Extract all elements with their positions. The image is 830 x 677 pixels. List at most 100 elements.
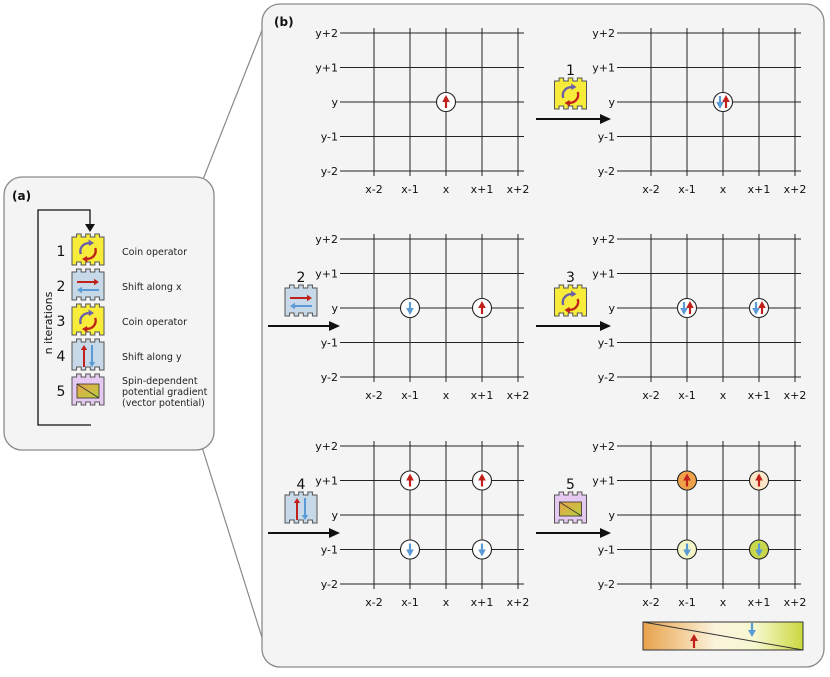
x-tick-label: x-2 xyxy=(365,389,382,402)
step-description: Coin operator xyxy=(122,317,187,328)
transition-number: 2 xyxy=(297,270,306,286)
coin-icon xyxy=(554,284,587,317)
y-tick-label: y-2 xyxy=(321,578,338,591)
lattice-site xyxy=(471,470,493,491)
spin-up-arrow-icon xyxy=(406,473,414,487)
y-tick-label: y+1 xyxy=(592,475,615,488)
x-tick-label: x xyxy=(443,389,450,402)
y-tick-label: y+2 xyxy=(592,233,615,246)
lattice-site xyxy=(435,91,457,113)
step-description: Shift along x xyxy=(122,282,182,293)
panel-a-label: (a) xyxy=(12,189,31,203)
lattice-site xyxy=(399,297,421,319)
x-tick-label: x+1 xyxy=(748,389,771,402)
grids: x-2 x-1 x x+1 x+2 y+2 y+1 y y-1 y-2 x-2 x-1 x x+1 x+2 y… xyxy=(315,27,806,609)
y-tick-label: y-1 xyxy=(321,337,338,350)
x-tick-label: x+1 xyxy=(471,183,494,196)
x-tick-label: x-1 xyxy=(401,389,418,402)
gradient-bar-diagonal xyxy=(642,621,804,651)
spin-down-arrow-icon xyxy=(683,543,691,557)
loop-arrow-line xyxy=(37,209,91,426)
step-number: 5 xyxy=(57,384,66,400)
transition-5: 5 xyxy=(536,477,611,538)
x-tick-label: x+2 xyxy=(507,596,530,609)
y-tick-label: y+1 xyxy=(592,268,615,281)
x-tick-label: x-2 xyxy=(642,389,659,402)
y-tick-label: y xyxy=(608,96,615,109)
panel-b-frame xyxy=(261,3,825,668)
y-tick-label: y xyxy=(331,302,338,315)
y-tick-label: y+2 xyxy=(315,440,338,453)
lattice-site xyxy=(712,91,734,113)
panel-a-frame xyxy=(3,176,215,451)
lattice-site xyxy=(399,539,421,560)
x-tick-label: x-2 xyxy=(642,183,659,196)
spin-up-arrow-icon xyxy=(478,473,486,487)
spin-up-arrow-icon xyxy=(758,301,766,314)
step-description: Spin-dependent xyxy=(122,376,198,387)
spin-down-arrow-icon xyxy=(755,543,763,557)
y-tick-label: y-2 xyxy=(598,578,615,591)
y-tick-label: y+1 xyxy=(315,475,338,488)
lattice-site xyxy=(676,297,698,319)
x-tick-label: x xyxy=(720,183,727,196)
potential-gradient-bar xyxy=(642,621,804,651)
lattice-site xyxy=(676,539,698,560)
iterations-label: n iterations xyxy=(42,291,55,354)
y-tick-label: y xyxy=(331,509,338,522)
x-tick-label: x+2 xyxy=(784,389,807,402)
y-tick-label: y-1 xyxy=(598,131,615,144)
x-tick-label: x xyxy=(720,389,727,402)
step-number: 3 xyxy=(57,314,66,330)
x-tick-label: x-2 xyxy=(365,183,382,196)
x-tick-label: x xyxy=(443,596,450,609)
x-tick-label: x+2 xyxy=(784,596,807,609)
x-tick-label: x xyxy=(443,183,450,196)
y-tick-label: y+2 xyxy=(315,27,338,40)
zoom-line-bottom xyxy=(201,446,271,664)
lattice-site xyxy=(471,539,493,560)
shifty-icon xyxy=(71,338,105,371)
spin-down-arrow-icon xyxy=(680,302,688,315)
spin-up-arrow-icon xyxy=(683,473,691,487)
spin-down-arrow-icon xyxy=(406,302,414,315)
x-tick-label: x xyxy=(720,596,727,609)
gradient-bar-spin-up-icon xyxy=(690,634,698,648)
y-tick-label: y-1 xyxy=(598,337,615,350)
loop-arrow-head xyxy=(85,224,95,232)
x-tick-label: x-2 xyxy=(365,596,382,609)
y-tick-label: y xyxy=(331,96,338,109)
step-number: 4 xyxy=(57,349,66,365)
arrow-right-icon xyxy=(600,321,611,331)
x-tick-label: x+2 xyxy=(507,389,530,402)
x-tick-label: x-2 xyxy=(642,596,659,609)
step-description: potential gradient xyxy=(122,387,208,398)
x-tick-label: x+1 xyxy=(471,389,494,402)
y-tick-label: y+1 xyxy=(315,268,338,281)
lattice-site xyxy=(399,470,421,491)
y-tick-label: y-2 xyxy=(598,371,615,384)
transition-3: 3 xyxy=(536,270,611,331)
x-tick-label: x-1 xyxy=(678,596,695,609)
coin-icon xyxy=(71,303,105,336)
y-tick-label: y+2 xyxy=(592,27,615,40)
arrow-right-icon xyxy=(329,528,340,538)
x-tick-label: x+1 xyxy=(471,596,494,609)
coin-icon xyxy=(554,77,587,110)
spin-up-arrow-icon xyxy=(686,301,694,314)
y-tick-label: y-2 xyxy=(598,165,615,178)
transition-4: 4 xyxy=(268,477,340,538)
step-description: Coin operator xyxy=(122,247,187,258)
y-tick-label: y-2 xyxy=(321,165,338,178)
spin-down-arrow-icon xyxy=(406,543,414,557)
lattice-site xyxy=(748,470,770,491)
